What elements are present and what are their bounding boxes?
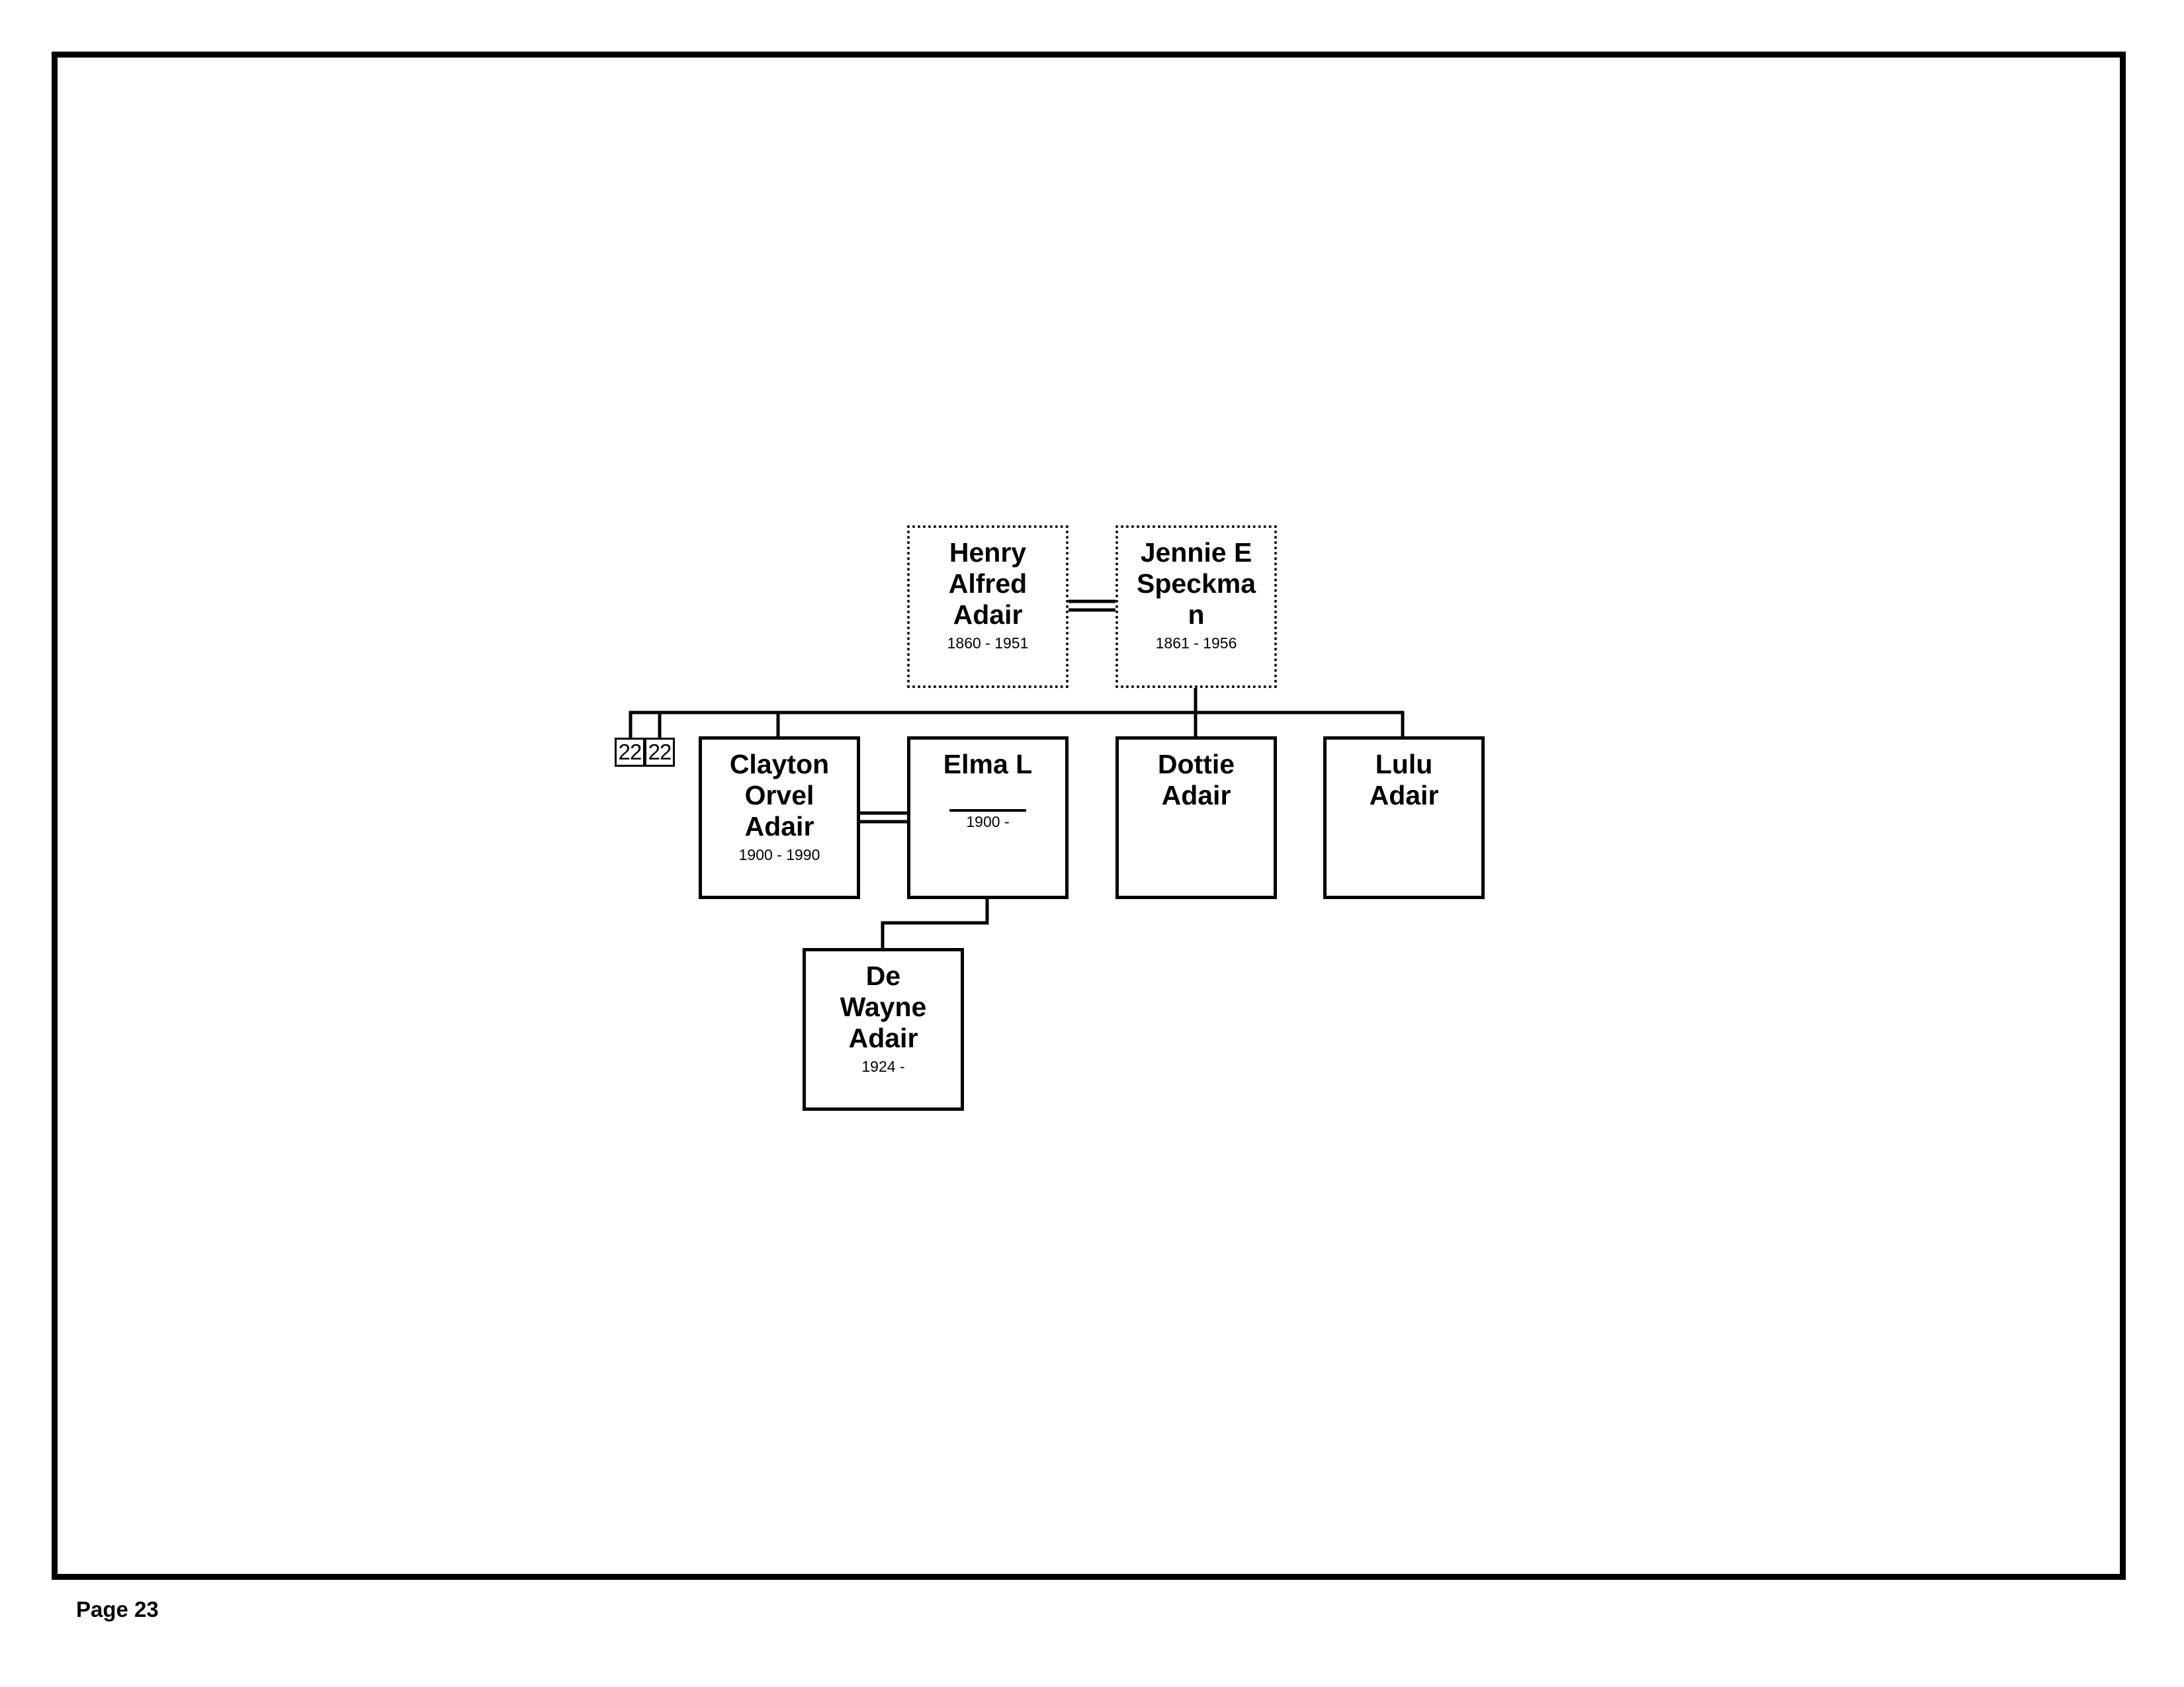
reference-box-1[interactable]: 22 [615, 738, 645, 767]
person-dates: 1924 - [861, 1058, 905, 1075]
surname-blank-line [949, 809, 1026, 812]
person-box-jennie-e-speckman[interactable]: Jennie E Speckma n 1861 - 1956 [1115, 525, 1277, 688]
person-name: Lulu Adair [1369, 749, 1439, 810]
person-box-dottie-adair[interactable]: Dottie Adair [1115, 736, 1277, 899]
descent-line-dewayne [881, 899, 989, 949]
person-dates: 1861 - 1956 [1155, 634, 1237, 652]
person-name: Dottie Adair [1157, 749, 1235, 810]
person-dates: 1860 - 1951 [947, 634, 1029, 652]
person-dates: 1900 - [966, 813, 1010, 830]
person-box-lulu-adair[interactable]: Lulu Adair [1323, 736, 1485, 899]
person-box-elma-l[interactable]: Elma L 1900 - [907, 736, 1069, 899]
person-name: De Wayne Adair [840, 961, 927, 1053]
person-box-clayton-orvel-adair[interactable]: Clayton Orvel Adair 1900 - 1990 [699, 736, 860, 899]
person-box-de-wayne-adair[interactable]: De Wayne Adair 1924 - [803, 948, 964, 1111]
person-dates: 1900 - 1990 [738, 846, 820, 863]
person-box-henry-alfred-adair[interactable]: Henry Alfred Adair 1860 - 1951 [907, 525, 1069, 688]
reference-box-2[interactable]: 22 [644, 738, 675, 767]
person-name: Jennie E Speckma n [1136, 537, 1256, 630]
person-name: Henry Alfred Adair [948, 537, 1027, 630]
person-name: Elma L [943, 749, 1033, 779]
page-frame [52, 52, 2126, 1580]
page-number-label: Page 23 [76, 1597, 159, 1622]
person-name: Clayton Orvel Adair [729, 749, 830, 842]
